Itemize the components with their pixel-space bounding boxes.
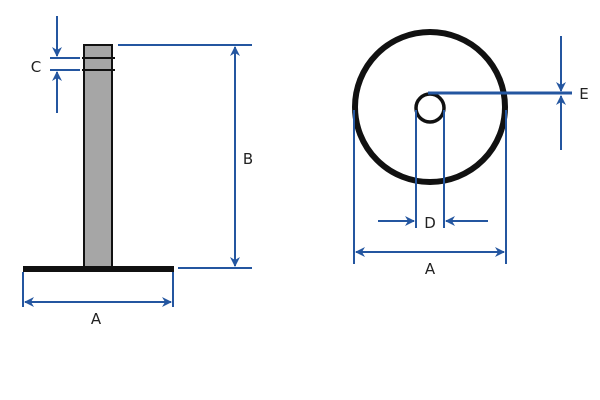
label-a-side: A	[91, 310, 102, 328]
side-view: C B A	[22, 16, 253, 328]
label-d: D	[424, 214, 436, 232]
top-view: D E A	[352, 29, 589, 278]
outer-circle	[352, 29, 508, 185]
post	[83, 44, 113, 268]
label-b: B	[243, 150, 253, 168]
label-e: E	[579, 85, 588, 103]
inner-circle	[414, 92, 446, 124]
base-plate	[23, 266, 174, 272]
label-c: C	[31, 58, 41, 76]
label-a-top: A	[425, 260, 436, 278]
